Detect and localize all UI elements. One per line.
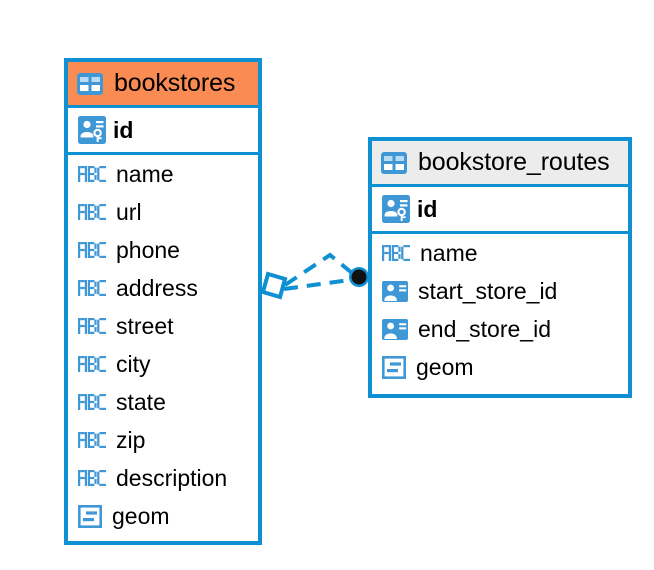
geometry-icon xyxy=(78,504,102,528)
abc-text-icon xyxy=(78,166,106,182)
column-row-city[interactable]: city xyxy=(68,345,258,383)
abc-text-icon xyxy=(78,432,106,448)
column-row-phone[interactable]: phone xyxy=(68,231,258,269)
abc-text-icon xyxy=(78,204,106,220)
column-row-start-store-id[interactable]: start_store_id xyxy=(372,272,628,310)
table-icon xyxy=(77,72,103,95)
column-name-description: description xyxy=(116,464,228,491)
foreign-key-icon xyxy=(382,280,408,302)
column-row-routes-geom[interactable]: geom xyxy=(372,348,628,386)
table-icon xyxy=(381,151,407,174)
relationship-source-diamond-icon xyxy=(260,271,288,300)
relationship-target-circle-icon xyxy=(349,267,369,287)
column-row-end-store-id[interactable]: end_store_id xyxy=(372,310,628,348)
column-name-routes-geom: geom xyxy=(416,353,474,380)
abc-text-icon xyxy=(78,280,106,296)
column-name-zip: zip xyxy=(116,426,146,453)
column-name-city: city xyxy=(116,350,151,377)
abc-text-icon xyxy=(382,245,410,261)
entity-header-bookstores[interactable]: bookstores xyxy=(68,62,258,108)
entity-name-bookstore-routes: bookstore_routes xyxy=(418,148,610,176)
column-row-id[interactable]: id xyxy=(68,108,258,155)
abc-text-icon xyxy=(78,242,106,258)
column-name-routes-name: name xyxy=(420,239,478,266)
column-name-geom: geom xyxy=(112,502,170,529)
column-row-routes-name[interactable]: name xyxy=(372,234,628,272)
primary-key-icon xyxy=(382,195,410,223)
column-name-address: address xyxy=(116,274,198,301)
column-name-name: name xyxy=(116,160,174,187)
primary-key-icon xyxy=(78,116,106,144)
abc-text-icon xyxy=(78,394,106,410)
column-name-start-store-id: start_store_id xyxy=(418,277,558,304)
column-name-id: id xyxy=(113,116,134,143)
entity-bookstore-routes[interactable]: bookstore_routes id xyxy=(368,137,632,398)
column-row-address[interactable]: address xyxy=(68,269,258,307)
column-row-zip[interactable]: zip xyxy=(68,421,258,459)
abc-text-icon xyxy=(78,318,106,334)
relationship-line-upper xyxy=(283,252,359,287)
relationship-line-lower xyxy=(283,277,358,291)
column-row-routes-id[interactable]: id xyxy=(372,187,628,234)
entity-name-bookstores: bookstores xyxy=(114,69,236,97)
column-name-end-store-id: end_store_id xyxy=(418,315,551,342)
abc-text-icon xyxy=(78,470,106,486)
column-row-geom[interactable]: geom xyxy=(68,497,258,535)
column-name-url: url xyxy=(116,198,142,225)
entity-bookstores[interactable]: bookstores id xyxy=(64,58,262,545)
geometry-icon xyxy=(382,355,406,379)
column-row-description[interactable]: description xyxy=(68,459,258,497)
column-name-phone: phone xyxy=(116,236,180,263)
abc-text-icon xyxy=(78,356,106,372)
column-row-name[interactable]: name xyxy=(68,155,258,193)
foreign-key-icon xyxy=(382,318,408,340)
column-name-state: state xyxy=(116,388,166,415)
column-row-url[interactable]: url xyxy=(68,193,258,231)
column-name-routes-id: id xyxy=(417,195,438,222)
column-name-street: street xyxy=(116,312,174,339)
column-row-street[interactable]: street xyxy=(68,307,258,345)
entity-header-bookstore-routes[interactable]: bookstore_routes xyxy=(372,141,628,187)
column-row-state[interactable]: state xyxy=(68,383,258,421)
